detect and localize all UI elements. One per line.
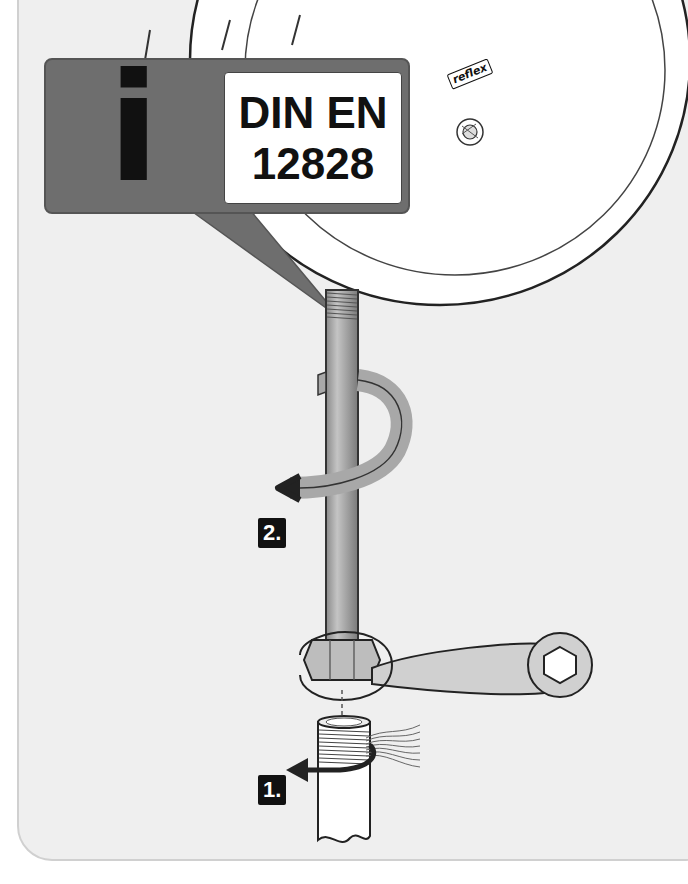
- rotation-arrow: [286, 758, 308, 782]
- standard-text: DIN EN 12828: [225, 88, 401, 189]
- vessel-fitting: [457, 119, 483, 145]
- callout-pointer: [190, 210, 340, 318]
- callout-number: 1.: [258, 775, 286, 805]
- rotation-arrow: [278, 476, 300, 500]
- standard-box: DIN EN 12828: [224, 72, 402, 204]
- supply-pipe: [318, 722, 370, 842]
- info-callout: iDIN EN 12828: [44, 58, 410, 214]
- ring-spanner: [300, 632, 592, 700]
- callout-number: 2.: [258, 518, 286, 548]
- union-nut: [304, 640, 380, 680]
- rotation-band: [290, 380, 402, 488]
- connection-pipe: [326, 290, 358, 640]
- sealing-hemp: [366, 725, 420, 767]
- info-icon: i: [108, 42, 159, 215]
